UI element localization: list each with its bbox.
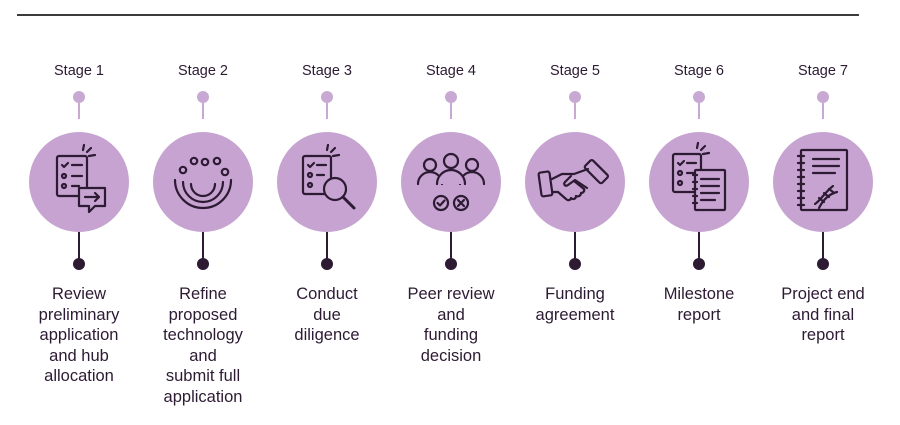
description-line: report xyxy=(677,305,721,324)
connector-line-bottom xyxy=(202,232,204,260)
connector-dot-bottom xyxy=(197,258,209,270)
stage-description: Peer review and funding decision xyxy=(389,284,513,366)
description-line: technology xyxy=(163,326,243,344)
stage-7: Stage 7 Project end and final xyxy=(761,0,885,425)
stage-description: Conduct due diligence xyxy=(265,284,389,346)
stage-label: Stage 5 xyxy=(550,63,600,79)
description-line: preliminary xyxy=(38,305,120,324)
description-line: Milestone xyxy=(663,285,735,303)
handshake-icon xyxy=(537,159,609,202)
connector-line-bottom xyxy=(574,232,576,260)
stage-label: Stage 7 xyxy=(798,63,848,79)
description-line: application xyxy=(163,387,243,406)
stage-icon-circle xyxy=(277,132,377,232)
connector-line-top xyxy=(450,103,452,119)
description-line: report xyxy=(801,326,845,344)
stage-2: Stage 2 Refine proposed tec xyxy=(141,0,265,425)
connector-dot-top xyxy=(569,91,581,103)
connector-line-top xyxy=(822,103,824,119)
description-line: diligence xyxy=(294,326,360,344)
stage-icon-circle xyxy=(773,132,873,232)
connector-dot-bottom xyxy=(445,258,457,270)
stage-description: Milestone report xyxy=(637,284,761,325)
connector-line-bottom xyxy=(698,232,700,260)
description-line: Funding xyxy=(545,285,605,303)
connector-dot-top xyxy=(445,91,457,103)
description-line: agreement xyxy=(535,305,615,324)
connector-line-top xyxy=(78,103,80,119)
connector-line-top xyxy=(574,103,576,119)
description-line: and xyxy=(437,305,465,324)
connector-dot-bottom xyxy=(73,258,85,270)
connector-dot-top xyxy=(73,91,85,103)
connector-dot-top xyxy=(693,91,705,103)
description-line: due xyxy=(313,305,341,324)
stage-description: Refine proposed technology and submit fu… xyxy=(141,284,265,407)
description-line: and hub xyxy=(49,346,109,365)
peer-review-people-icon xyxy=(416,152,486,212)
description-line: allocation xyxy=(44,367,114,385)
stage-icon-circle xyxy=(649,132,749,232)
description-line: application xyxy=(39,326,119,344)
connector-line-bottom xyxy=(822,232,824,260)
connector-line-bottom xyxy=(78,232,80,260)
stage-icon-circle xyxy=(153,132,253,232)
checklist-notebook-icon xyxy=(671,141,727,212)
stage-5: Stage 5 Funding agreement xyxy=(513,0,637,425)
description-line: decision xyxy=(420,346,482,365)
connector-line-top xyxy=(698,103,700,119)
connector-dot-top xyxy=(197,91,209,103)
connector-line-top xyxy=(326,103,328,119)
stage-icon-circle xyxy=(29,132,129,232)
refine-arc-icon xyxy=(173,156,233,210)
stage-icon-circle xyxy=(525,132,625,232)
description-line: and final xyxy=(791,305,855,324)
stage-description: Funding agreement xyxy=(513,284,637,325)
connector-line-bottom xyxy=(450,232,452,260)
stage-description: Review preliminary application and hub a… xyxy=(17,284,141,387)
stage-description: Project end and final report xyxy=(761,284,885,346)
description-line: submit full xyxy=(165,367,241,385)
connector-dot-bottom xyxy=(569,258,581,270)
stage-label: Stage 4 xyxy=(426,63,476,79)
description-line: proposed xyxy=(168,305,238,324)
connector-dot-bottom xyxy=(321,258,333,270)
checklist-chat-icon xyxy=(55,143,107,214)
description-line: and xyxy=(189,346,217,365)
stage-label: Stage 3 xyxy=(302,63,352,79)
connector-line-bottom xyxy=(326,232,328,260)
connector-dot-top xyxy=(817,91,829,103)
connector-dot-top xyxy=(321,91,333,103)
stage-4: Stage 4 Peer revi xyxy=(389,0,513,425)
top-divider xyxy=(17,14,859,16)
connector-dot-bottom xyxy=(817,258,829,270)
description-line: Peer review xyxy=(407,285,495,303)
description-line: Conduct xyxy=(296,285,358,303)
stage-1: Stage 1 xyxy=(17,0,141,425)
connector-dot-bottom xyxy=(693,258,705,270)
description-line: Refine xyxy=(179,285,227,303)
connector-line-top xyxy=(202,103,204,119)
stage-label: Stage 6 xyxy=(674,63,724,79)
description-line: Project end xyxy=(781,285,865,303)
checklist-magnifier-icon xyxy=(301,143,356,210)
stage-icon-circle xyxy=(401,132,501,232)
stage-6: Stage 6 xyxy=(637,0,761,425)
stage-label: Stage 1 xyxy=(54,63,104,79)
stage-label: Stage 2 xyxy=(178,63,228,79)
stage-3: Stage 3 xyxy=(265,0,389,425)
description-line: Review xyxy=(51,285,107,303)
notebook-dna-icon xyxy=(796,148,849,212)
description-line: funding xyxy=(423,326,479,344)
